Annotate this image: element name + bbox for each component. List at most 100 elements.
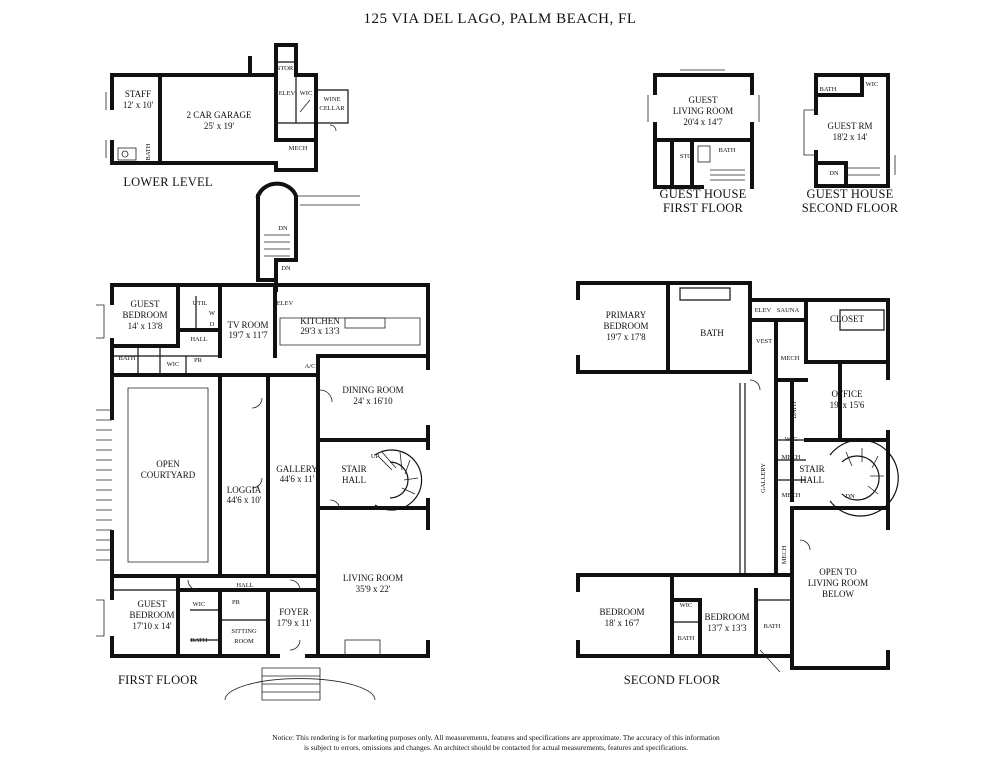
sf-elev-label: ELEV	[755, 307, 772, 314]
courtyard-label-1: OPEN	[156, 459, 180, 469]
garage-size: 25' x 19'	[204, 121, 235, 131]
dining-room-size: 24' x 16'10	[353, 396, 393, 406]
sf-bath-2-label: BATH	[791, 401, 798, 418]
wine-cellar-label-1: WINE	[324, 96, 341, 103]
primary-bedroom-label-2: BEDROOM	[603, 321, 648, 331]
sf-bath-3-label: BATH	[678, 635, 695, 642]
tv-room-size: 19'7 x 11'7	[229, 330, 268, 340]
stair-hall-label-2: HALL	[342, 475, 366, 485]
living-room-label: LIVING ROOM	[343, 573, 403, 583]
guest-rm-size: 18'2 x 14'	[833, 132, 868, 142]
guest-rm-bath-label: BATH	[820, 86, 837, 93]
second-floor-title: SECOND FLOOR	[624, 673, 721, 687]
sitting-room-label-1: SITTING	[231, 628, 257, 635]
sf-mech-3-label: MECH	[782, 492, 801, 499]
guest-bath-label: BATH	[719, 147, 736, 154]
guest-bedroom-2-label-1: GUEST	[138, 599, 168, 609]
ff-stair-dn-label-2: DN	[281, 265, 291, 272]
staff-room-label: STAFF	[125, 89, 151, 99]
sf-stair-hall-label-1: STAIR	[799, 464, 824, 474]
guest-bedroom-1-size: 14' x 13'8	[128, 321, 163, 331]
guest-house-second-title-2: SECOND FLOOR	[802, 201, 899, 215]
guest-dn-label: DN	[829, 170, 839, 177]
guest-house-first-floor-plan: GUEST LIVING ROOM 20'4 x 14'7 STO BATH G…	[647, 69, 760, 215]
tv-room-label: TV ROOM	[227, 320, 268, 330]
gallery-size: 44'6 x 11'	[280, 474, 315, 484]
ff-pr-label: PR	[194, 357, 203, 364]
gallery-label: GALLERY	[276, 464, 318, 474]
garage-label: 2 CAR GARAGE	[186, 110, 252, 120]
sf-wic-2-label: WIC	[680, 602, 693, 609]
sf-gallery-label: GALLERY	[760, 463, 767, 493]
guest-bedroom-1-label-2: BEDROOM	[122, 310, 167, 320]
stair-hall-label-1: STAIR	[341, 464, 366, 474]
sf-bedroom-1-label: BEDROOM	[599, 607, 644, 617]
guest-bedroom-1-label-1: GUEST	[131, 299, 161, 309]
loggia-label: LOGGIA	[227, 485, 262, 495]
closet-label: CLOSET	[830, 314, 865, 324]
open-living-label-1: OPEN TO	[819, 567, 857, 577]
ff-wic-2-label: WIC	[193, 601, 206, 608]
sf-bedroom-2-size: 13'7 x 13'3	[707, 623, 747, 633]
sauna-label: SAUNA	[777, 307, 800, 314]
guest-rm-label: GUEST RM	[827, 121, 872, 131]
mech-label: MECH	[289, 145, 308, 152]
guest-living-size: 20'4 x 14'7	[683, 117, 723, 127]
sf-mech-label: MECH	[781, 355, 800, 362]
sf-wic-label: WIC	[785, 436, 798, 443]
sf-bath-4-label: BATH	[764, 623, 781, 630]
foyer-size: 17'9 x 11'	[277, 618, 312, 628]
guest-rm-wic-label: WIC	[866, 81, 879, 88]
sf-bedroom-1-size: 18' x 16'7	[605, 618, 640, 628]
guest-sto-label: STO	[680, 153, 692, 160]
dining-room-label: DINING ROOM	[342, 385, 403, 395]
elev-label: ELEV	[279, 90, 296, 97]
sf-mech-4-label: MECH	[781, 545, 788, 564]
washer-label: W	[209, 310, 216, 317]
ff-bath-label: BATH	[119, 355, 136, 362]
lower-level-title: LOWER LEVEL	[123, 175, 212, 189]
sf-cl-label: CL	[873, 437, 881, 444]
ac-label: A/C	[305, 363, 316, 370]
guest-house-first-title-1: GUEST HOUSE	[659, 187, 746, 201]
wine-cellar-label-2: CELLAR	[319, 105, 345, 112]
ff-wic-label: WIC	[167, 361, 180, 368]
guest-living-label-1: GUEST	[689, 95, 719, 105]
notice-line-1: Notice: This rendering is for marketing …	[272, 733, 720, 742]
lower-level-plan: STAFF 12' x 10' 2 CAR GARAGE 25' x 19' S…	[105, 43, 349, 189]
first-floor-title: FIRST FLOOR	[118, 673, 199, 687]
primary-bath-label: BATH	[700, 328, 724, 338]
primary-bedroom-size: 19'7 x 17'8	[606, 332, 646, 342]
guest-house-second-floor-plan: BATH WIC GUEST RM 18'2 x 14' DN GUEST HO…	[802, 73, 899, 215]
office-label: OFFICE	[831, 389, 863, 399]
guest-house-second-title-1: GUEST HOUSE	[806, 187, 893, 201]
guest-house-first-title-2: FIRST FLOOR	[663, 201, 744, 215]
sf-mech-2-label: MECH	[782, 454, 801, 461]
kitchen-label: KITCHEN	[300, 316, 340, 326]
open-living-label-3: BELOW	[822, 589, 854, 599]
notice-line-2: is subject to errors, omissions and chan…	[304, 743, 688, 752]
sitting-room-label-2: ROOM	[234, 638, 254, 645]
guest-bedroom-2-label-2: BEDROOM	[129, 610, 174, 620]
living-room-size: 35'9 x 22'	[356, 584, 391, 594]
stor-label: STOR	[277, 65, 294, 72]
ff-pr-2-label: PR	[232, 599, 241, 606]
ff-hall-label: HALL	[190, 336, 207, 343]
guest-bedroom-2-size: 17'10 x 14'	[132, 621, 172, 631]
sf-bedroom-2-label: BEDROOM	[704, 612, 749, 622]
ff-stair-dn-label: DN	[278, 225, 288, 232]
dryer-label: D	[210, 321, 215, 328]
second-floor-plan: PRIMARY BEDROOM 19'7 x 17'8 BATH ELEV SA…	[575, 281, 899, 687]
vest-label: VEST	[756, 338, 772, 345]
open-living-label-2: LIVING ROOM	[808, 578, 868, 588]
foyer-label: FOYER	[279, 607, 309, 617]
sf-stair-dn-label: DN	[845, 493, 855, 500]
loggia-size: 44'6 x 10'	[227, 495, 262, 505]
primary-bedroom-label-1: PRIMARY	[606, 310, 647, 320]
page-title: 125 VIA DEL LAGO, PALM BEACH, FL	[364, 11, 637, 27]
util-label: UTIL	[193, 300, 208, 307]
stair-up-label: UP	[371, 453, 380, 460]
courtyard-label-2: COURTYARD	[141, 470, 196, 480]
staff-room-size: 12' x 10'	[123, 100, 154, 110]
